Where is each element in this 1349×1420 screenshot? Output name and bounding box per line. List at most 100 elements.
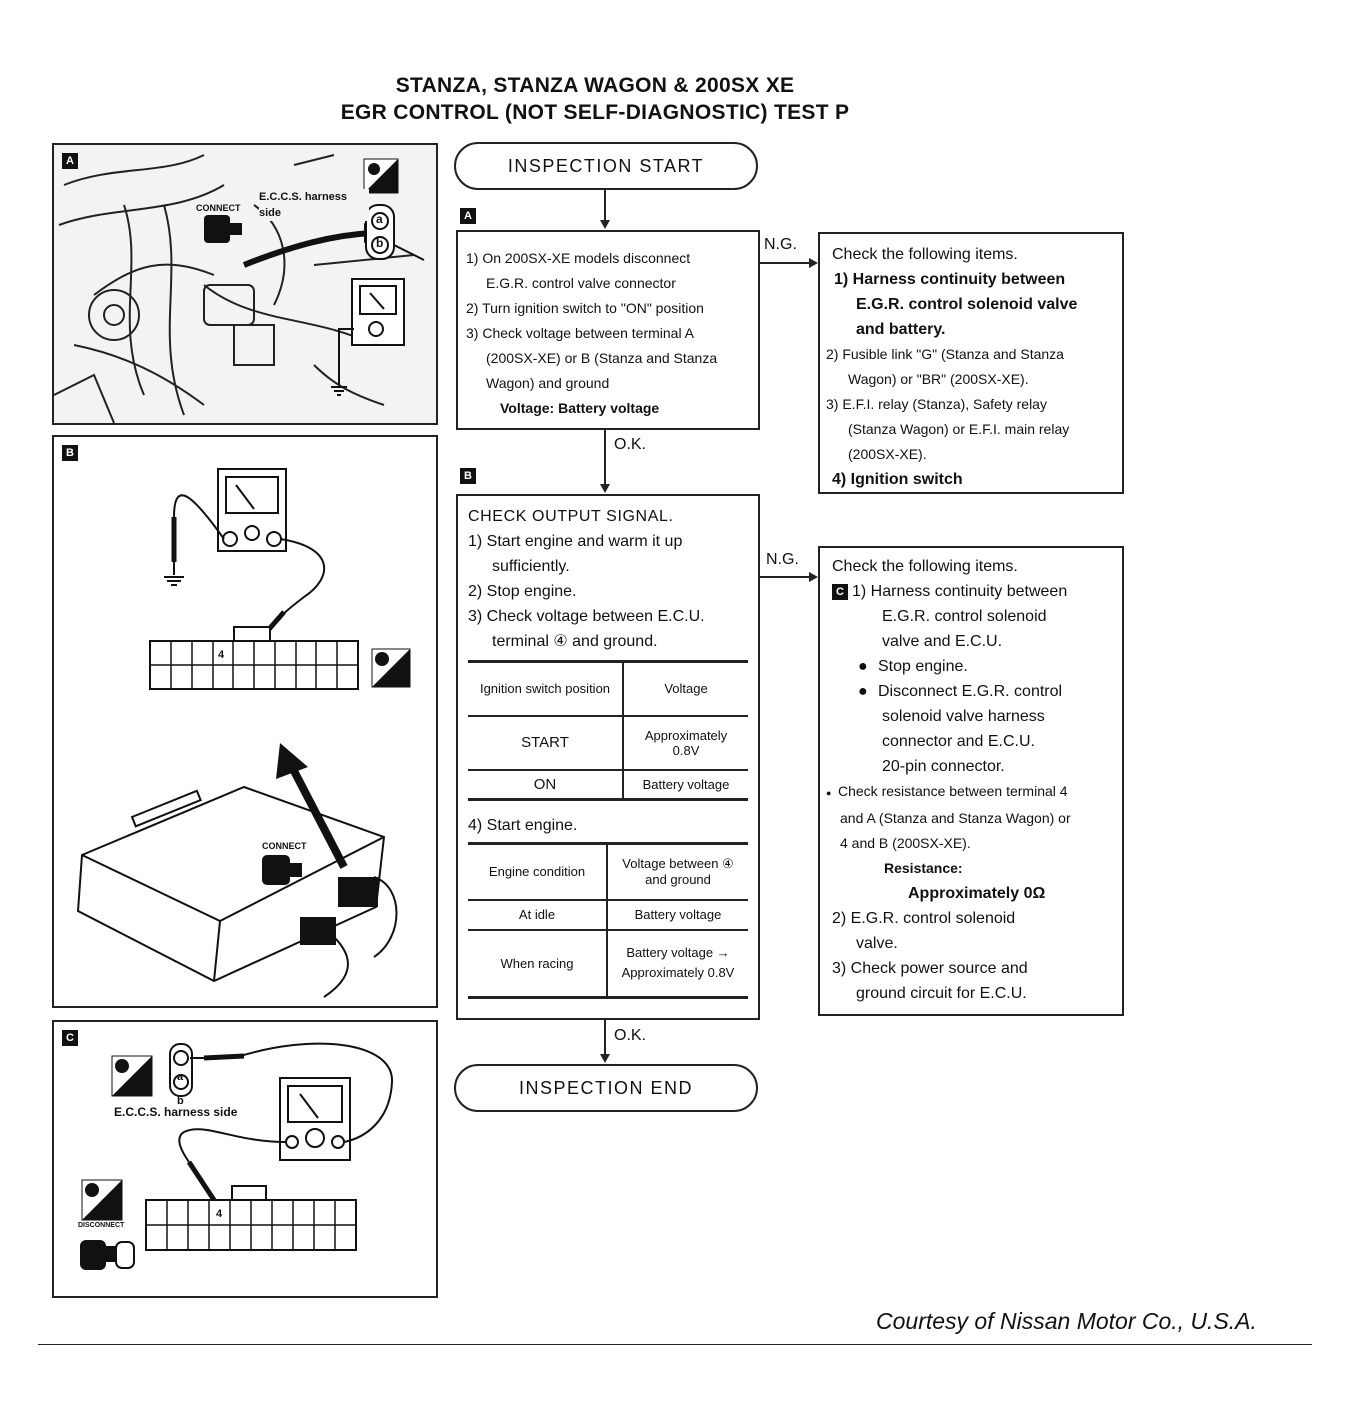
ng-a-item-1: 1) Harness continuity between <box>834 271 1066 288</box>
illustration-b-panel: B <box>52 435 438 1008</box>
flow-arrowhead <box>600 220 610 229</box>
illustration-b-label: B <box>62 445 78 461</box>
pin-4-label-c: 4 <box>216 1208 223 1220</box>
flow-line-start <box>604 190 606 220</box>
step-b-item-1: 1) Start engine and warm it up <box>468 533 683 550</box>
step-b-box: CHECK OUTPUT SIGNAL. 1) Start engine and… <box>456 494 760 1020</box>
ng-b-bullet-1: ● Stop engine. <box>832 654 1116 679</box>
step-a-spec: Voltage: Battery voltage <box>500 400 660 416</box>
ng-b-item-1b: E.G.R. control solenoid <box>882 608 1047 625</box>
voltmeter-and-ecu-illustration <box>76 468 411 998</box>
harness-side-label-a: E.C.C.S. harness side <box>259 189 369 221</box>
ng-a-item-3b: (Stanza Wagon) or E.F.I. main relay <box>848 421 1070 437</box>
ng-b-resistance-value: Approximately 0Ω <box>908 885 1046 902</box>
table2-row1-voltage: Battery voltage <box>634 907 722 922</box>
footer-rule <box>38 1344 1312 1345</box>
bullet-icon: ● <box>826 788 832 798</box>
step-b-item-2: 2) Stop engine. <box>468 583 577 600</box>
step-a-item-1b: E.G.R. control valve connector <box>486 275 676 291</box>
table1-header-1: Ignition switch position <box>468 661 624 716</box>
table1-row1-position: START <box>468 715 624 770</box>
ng-b-check-resistance-c: 4 and B (200SX-XE). <box>840 835 971 851</box>
ok-arrowhead-a <box>600 484 610 493</box>
table1-header-2: Voltage <box>664 681 708 697</box>
ng-b-item-1c: valve and E.C.U. <box>882 633 1003 650</box>
inspection-start-terminal: INSPECTION START <box>454 142 758 190</box>
step-a-item-2: 2) Turn ignition switch to "ON" position <box>466 300 704 316</box>
ok-line-a <box>604 430 606 486</box>
title-line-1: STANZA, STANZA WAGON & 200SX XE <box>395 74 795 97</box>
ng-b-bullet-1-text: Stop engine. <box>878 658 968 675</box>
ng-b-check-resistance-b: and A (Stanza and Stanza Wagon) or <box>840 810 1071 826</box>
terminal-b-label: b <box>376 236 384 250</box>
engine-voltage-table: Engine condition Voltage between ④ and g… <box>468 842 748 999</box>
ng-b-resistance-label: Resistance: <box>884 860 963 876</box>
engine-bay-illustration <box>54 154 425 423</box>
ok-label-a: O.K. <box>614 436 647 453</box>
ok-arrowhead-b <box>600 1054 610 1063</box>
disconnect-label-c: DISCONNECT <box>78 1222 125 1229</box>
step-a-item-3: 3) Check voltage between terminal A <box>466 325 695 341</box>
table1-row2-voltage: Battery voltage <box>642 776 730 792</box>
terminal-a-label-c: a <box>177 1071 184 1083</box>
table1-row2-position: ON <box>468 769 624 800</box>
ng-label-a: N.G. <box>764 236 797 253</box>
table2-header-1: Engine condition <box>468 843 608 900</box>
pin-4-label-b: 4 <box>218 649 225 661</box>
step-b-heading: CHECK OUTPUT SIGNAL. <box>468 508 674 525</box>
step-b-item-3b: terminal ④ and ground. <box>492 633 658 650</box>
ng-line-b <box>760 576 810 578</box>
illustration-c-panel: C <box>52 1020 438 1298</box>
ng-b-item-1-text: 1) Harness continuity between <box>852 583 1068 600</box>
ohmmeter-illustration <box>80 1042 394 1270</box>
ng-label-b: N.G. <box>766 551 799 568</box>
terminal-b-label-c: b <box>177 1095 184 1107</box>
ng-arrowhead-b <box>809 572 818 582</box>
ng-b-c-label: C <box>832 583 848 600</box>
harness-side-label-c: E.C.C.S. harness side <box>114 1105 238 1119</box>
ng-a-item-3: 3) E.F.I. relay (Stanza), Safety relay <box>826 396 1047 412</box>
ng-b-heading: Check the following items. <box>832 558 1018 575</box>
ng-a-item-2b: Wagon) or "BR" (200SX-XE). <box>848 371 1029 387</box>
ng-a-item-2: 2) Fusible link "G" (Stanza and Stanza <box>826 346 1064 362</box>
step-b-label: B <box>460 468 476 484</box>
ng-b-bullet-2b: solenoid valve harness <box>882 708 1045 725</box>
ng-b-bullet-2-text: Disconnect E.G.R. control <box>878 683 1063 700</box>
ng-a-item-3c: (200SX-XE). <box>848 446 927 462</box>
step-a-label: A <box>460 208 476 224</box>
illustration-a-panel: A <box>52 143 438 425</box>
ok-label-b: O.K. <box>614 1027 647 1044</box>
ng-a-box: Check the following items. 1) Harness co… <box>818 232 1124 494</box>
table2-row2-voltage: Battery voltage → Approximately 0.8V <box>621 945 735 981</box>
ng-b-check-resistance-text: Check resistance between terminal 4 <box>838 783 1068 799</box>
title-line-2: EGR CONTROL (NOT SELF-DIAGNOSTIC) TEST P <box>340 101 850 124</box>
ng-b-item-3b: ground circuit for E.C.U. <box>856 985 1027 1002</box>
ng-b-item-2: 2) E.G.R. control solenoid <box>832 910 1016 927</box>
ng-b-bullet-2: ●Disconnect E.G.R. control <box>832 679 1116 704</box>
illustration-a-label: A <box>62 153 78 169</box>
inspection-end-terminal: INSPECTION END <box>454 1064 758 1112</box>
connect-label-a: CONNECT <box>196 203 241 213</box>
ng-a-heading: Check the following items. <box>832 246 1018 263</box>
bullet-icon: ● <box>858 658 868 675</box>
step-a-item-1: 1) On 200SX-XE models disconnect <box>466 250 691 266</box>
ng-b-item-3: 3) Check power source and <box>832 960 1028 977</box>
connect-icon-a <box>204 215 242 243</box>
ignition-voltage-table: Ignition switch position Voltage START A… <box>468 660 748 801</box>
terminal-a-label: a <box>376 212 383 226</box>
step-a-box: 1) On 200SX-XE models disconnect E.G.R. … <box>456 230 760 430</box>
table2-header-2: Voltage between ④ and ground <box>622 856 734 888</box>
ng-arrowhead-a <box>809 258 818 268</box>
step-a-item-3b: (200SX-XE) or B (Stanza and Stanza <box>486 350 718 366</box>
ng-line-a <box>760 262 810 264</box>
table2-row2-condition: When racing <box>468 929 608 998</box>
step-b-item-1b: sufficiently. <box>492 558 570 575</box>
step-a-item-3c: Wagon) and ground <box>486 375 610 391</box>
courtesy-credit: Courtesy of Nissan Motor Co., U.S.A. <box>876 1308 1257 1334</box>
ng-b-bullet-2d: 20-pin connector. <box>882 758 1005 775</box>
ng-a-item-1b: E.G.R. control solenoid valve <box>856 296 1078 313</box>
ng-b-item-2b: valve. <box>856 935 898 952</box>
ok-line-b <box>604 1020 606 1056</box>
